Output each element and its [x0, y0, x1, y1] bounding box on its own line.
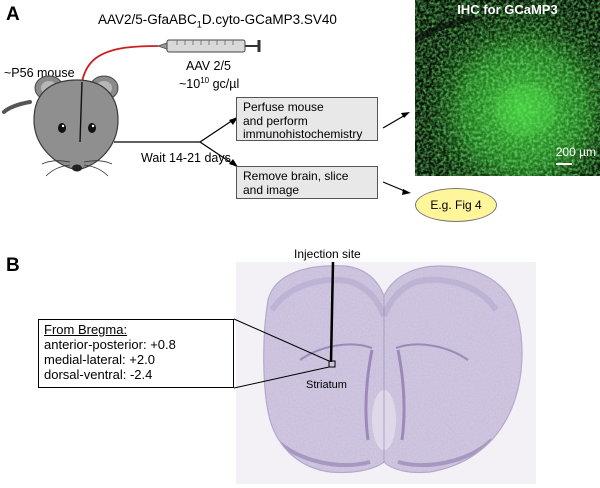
injection-needle	[329, 261, 335, 363]
panel-b-letter: B	[6, 255, 20, 276]
vector-name-rest: D.cyto-GCaMP3.SV40	[201, 12, 337, 27]
syringe-icon	[156, 39, 261, 53]
striatum-label: Striatum	[306, 379, 347, 391]
vector-subscript: 1	[196, 19, 202, 30]
vector-name-main: AAV2/5-GfaABC	[98, 12, 197, 27]
injection-target-marker	[328, 360, 336, 368]
mouse-icon	[2, 75, 119, 177]
titer-label: ~1010 gc/µl	[179, 74, 239, 91]
scale-bar	[556, 163, 572, 165]
needle	[79, 81, 83, 143]
panel-a-letter: A	[6, 4, 20, 25]
perfuse-line-2: and perform	[243, 113, 308, 128]
ihc-image: IHC for GCaMP3 200 µm	[415, 0, 600, 176]
perfuse-line-3: immunohistochemistry	[243, 127, 363, 141]
tubing	[81, 45, 159, 83]
wait-label: Wait 14-21 days	[141, 151, 231, 165]
coord-ml: medial-lateral: +2.0	[44, 352, 155, 367]
slice-box: Remove brain, slice and image	[236, 166, 378, 199]
bregma-title: From Bregma:	[44, 322, 128, 337]
slice-line-1: Remove brain, slice	[243, 169, 349, 183]
vector-name: AAV2/5-GfaABC1D.cyto-GCaMP3.SV40	[98, 13, 337, 32]
panel-a-schematic	[2, 39, 411, 195]
example-oval: E.g. Fig 4	[415, 188, 497, 222]
coord-dv: dorsal-ventral: -2.4	[44, 367, 153, 382]
titer-base: ~10	[179, 77, 201, 92]
coord-ap: anterior-posterior: +0.8	[44, 337, 176, 352]
ihc-title: IHC for GCaMP3	[457, 2, 558, 17]
perfuse-box: Perfuse mouse and perform immunohistoche…	[236, 97, 378, 141]
injection-site-label: Injection site	[294, 247, 361, 261]
serotype-label: AAV 2/5	[186, 59, 231, 73]
ihc-texture	[415, 0, 600, 176]
titer-unit: gc/µl	[209, 77, 240, 92]
scale-bar-label: 200 µm	[555, 145, 596, 159]
titer-exponent: 10	[200, 76, 210, 85]
slice-line-2: and image	[243, 182, 300, 197]
bregma-coordinates-box: From Bregma: anterior-posterior: +0.8 me…	[38, 319, 234, 388]
perfuse-line-1: Perfuse mouse	[243, 100, 324, 114]
mouse-label: ~P56 mouse	[4, 66, 75, 80]
